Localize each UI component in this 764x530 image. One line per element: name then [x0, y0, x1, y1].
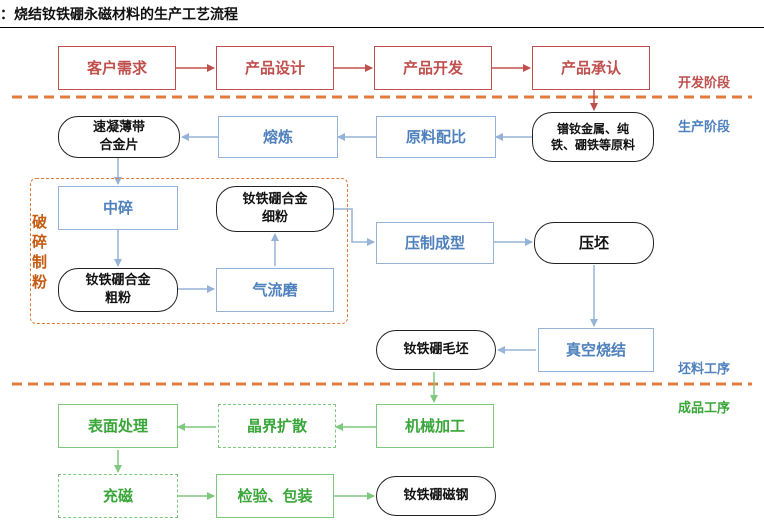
node-surface-treatment: 表面处理 [58, 404, 178, 448]
node-batching: 原料配比 [376, 116, 496, 158]
node-fine-powder: 钕铁硼合金 细粉 [216, 186, 334, 232]
step-product-approval: 产品承认 [532, 46, 650, 90]
node-quench-strip: 速凝薄带 合金片 [58, 116, 180, 158]
node-smelting: 熔炼 [218, 116, 338, 158]
title-rule [0, 27, 764, 28]
node-blank: 钕铁硼毛坯 [376, 330, 496, 370]
node-grain-diffusion: 晶界扩散 [218, 404, 336, 448]
node-inspect-pack: 检验、包装 [216, 474, 334, 518]
arrow-fine-press [334, 208, 375, 246]
figure-title: ：烧结钕铁硼永磁材料的生产工艺流程 [0, 7, 238, 23]
step-product-development: 产品开发 [374, 46, 492, 90]
phase-prod-label: 生产阶段 [678, 120, 731, 135]
node-medium-crush: 中碎 [58, 186, 178, 230]
node-vacuum-sinter: 真空烧结 [538, 328, 654, 372]
step-customer-demand: 客户需求 [58, 46, 176, 90]
node-machining: 机械加工 [376, 404, 494, 448]
step-product-design: 产品设计 [216, 46, 334, 90]
node-green-compact: 压坯 [534, 222, 654, 264]
phase-finished-label: 成品工序 [678, 401, 731, 416]
phase-blank-label: 坯料工序 [678, 362, 731, 377]
node-raw-materials: 镨钕金属、纯 铁、硼铁等原料 [532, 112, 654, 162]
node-magnetize: 充磁 [58, 474, 178, 518]
phase-dev-label: 开发阶段 [678, 76, 731, 91]
crushing-group [30, 178, 348, 324]
node-ndfeb-magnet: 钕铁硼磁钢 [376, 476, 496, 516]
node-coarse-powder: 钕铁硼合金 粗粉 [58, 268, 178, 312]
node-jet-mill: 气流磨 [216, 268, 334, 312]
crushing-group-label: 破碎制粉 [32, 213, 48, 291]
node-pressing: 压制成型 [376, 222, 494, 264]
